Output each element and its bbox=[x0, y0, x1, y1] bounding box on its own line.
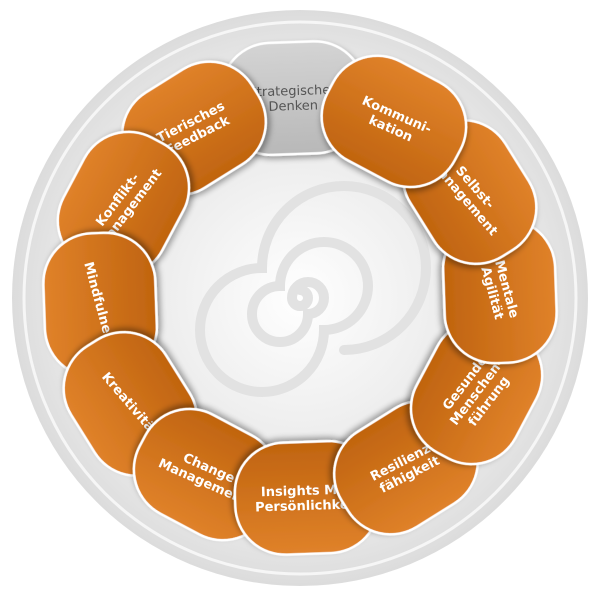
segment-label-line: Strategisches bbox=[248, 83, 337, 101]
segment-label-insights-mdi: Insights MDIPersönlichkeit bbox=[254, 482, 359, 515]
segment-label-line: Persönlichkeit bbox=[255, 497, 360, 515]
outer-plate-rim bbox=[22, 20, 578, 576]
center-plate bbox=[150, 148, 450, 448]
segment-label-strategisches-denken: StrategischesDenken bbox=[248, 83, 338, 116]
segment-group: StrategischesDenkenTierischesFeedbackKon… bbox=[42, 38, 558, 556]
center-spiral bbox=[195, 181, 431, 397]
segment-label-line: Insights MDI bbox=[261, 483, 353, 501]
segment-shape-kommunikation bbox=[320, 54, 468, 189]
segment-kommunikation[interactable]: Kommuni-kation bbox=[304, 38, 484, 204]
segment-label-line: Denken bbox=[268, 98, 318, 114]
